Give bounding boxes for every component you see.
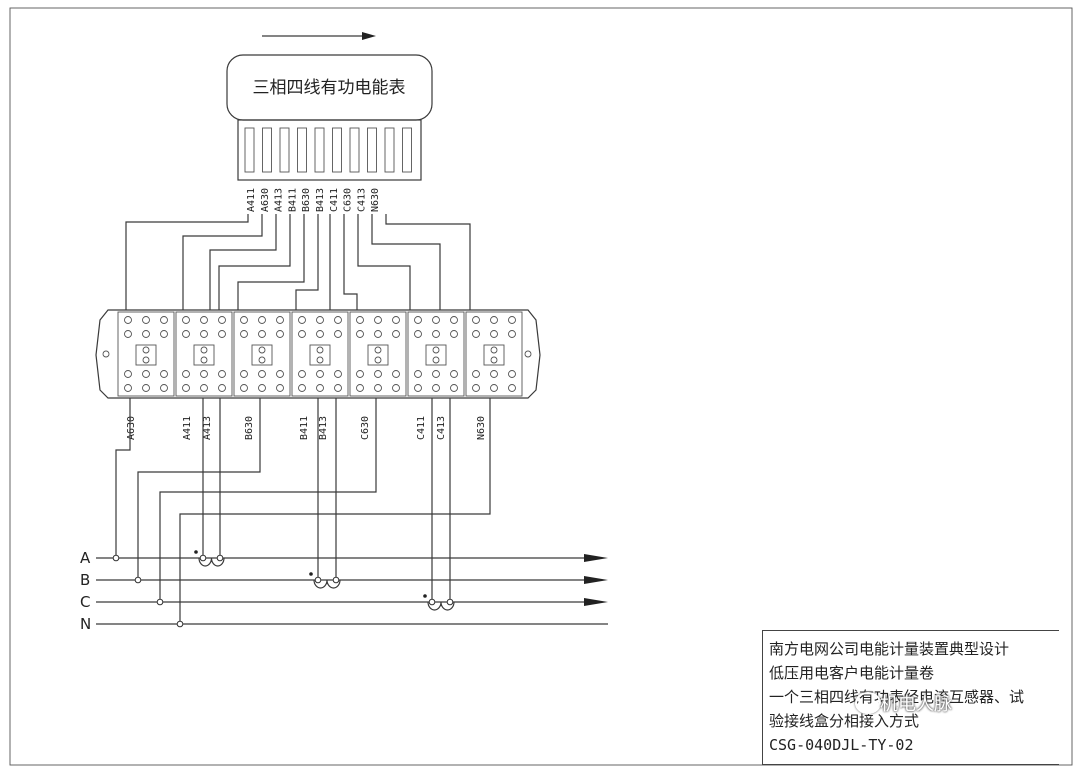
junction-dot xyxy=(156,598,164,606)
terminal-slot xyxy=(402,127,412,173)
upper-wire xyxy=(343,214,358,310)
current-transformer xyxy=(194,550,225,567)
terminal-block xyxy=(465,311,523,397)
phase-label: B xyxy=(80,571,90,589)
terminal-slot xyxy=(314,127,325,173)
meter-terminal-label: B413 xyxy=(315,188,326,212)
terminal-slot xyxy=(297,127,307,173)
terminal-block xyxy=(407,311,465,397)
title-block: 南方电网公司电能计量装置典型设计 低压用电客户电能计量卷 一个三相四线有功表经电… xyxy=(762,630,1059,765)
upper-wire xyxy=(357,214,411,310)
meter-terminal-label: A411 xyxy=(246,188,257,212)
title-line-4: 验接线盒分相接入方式 xyxy=(769,712,920,730)
box-lower-label: C413 xyxy=(436,416,447,440)
lower-wires xyxy=(115,398,491,624)
meter-terminal-strip xyxy=(237,119,422,181)
upper-wire xyxy=(295,214,319,310)
meter-terminal-label: A630 xyxy=(260,188,271,212)
meter-title: 三相四线有功电能表 xyxy=(253,78,406,98)
terminal-block xyxy=(117,311,175,397)
meter-terminal-label: C413 xyxy=(356,188,367,212)
box-lower-label: N630 xyxy=(476,416,487,440)
phase-label: C xyxy=(80,593,90,611)
junction-dot xyxy=(176,620,184,628)
terminal-slot xyxy=(367,127,377,173)
box-lower-label: B411 xyxy=(299,416,310,440)
lower-wire xyxy=(115,398,131,558)
meter-terminal-label: C630 xyxy=(343,188,354,212)
upper-wire xyxy=(125,214,249,310)
box-lower-label: A411 xyxy=(182,416,193,440)
upper-wire xyxy=(237,214,305,310)
phase-line-b: B xyxy=(80,571,608,589)
wechat-icon xyxy=(855,692,881,714)
flow-arrow xyxy=(262,32,376,40)
title-line-1: 南方电网公司电能计量装置典型设计 xyxy=(769,640,1010,658)
upper-wire xyxy=(218,214,291,310)
terminal-block xyxy=(175,311,233,397)
current-transformer xyxy=(309,572,341,589)
meter-terminal-label: C411 xyxy=(329,188,340,212)
upper-wire xyxy=(209,214,277,310)
box-lower-label: C411 xyxy=(416,416,427,440)
phase-line-n: N xyxy=(80,615,608,633)
lower-wire xyxy=(179,398,491,624)
terminal-slot xyxy=(262,127,272,173)
current-transformer xyxy=(423,594,455,611)
page-border xyxy=(9,7,1073,766)
title-line-3: 一个三相四线有功表经电流互感器、试 xyxy=(769,688,1025,706)
terminal-slot xyxy=(384,127,395,173)
terminal-slot xyxy=(279,127,290,173)
watermark-text: 机电人脉 xyxy=(880,694,952,715)
box-lower-label: B413 xyxy=(318,416,329,440)
upper-wire xyxy=(371,214,441,310)
terminal-block xyxy=(291,311,349,397)
box-lower-label: B630 xyxy=(244,416,255,440)
phase-line-c: C xyxy=(80,593,608,611)
upper-wires xyxy=(125,214,471,310)
current-transformers xyxy=(194,550,455,611)
upper-wire xyxy=(385,214,471,310)
phase-label: N xyxy=(80,615,91,633)
terminal-slot xyxy=(349,127,360,173)
lower-wire xyxy=(159,398,377,602)
box-lower-label: A630 xyxy=(126,416,137,440)
terminal-block xyxy=(349,311,407,397)
meter-terminal-label: A413 xyxy=(274,188,285,212)
junction-dot xyxy=(134,576,142,584)
drawing-code: CSG-040DJL-TY-02 xyxy=(769,736,914,754)
meter-terminal-label: B411 xyxy=(287,188,298,212)
lower-wire xyxy=(137,398,261,580)
test-junction-box xyxy=(95,309,541,399)
meter-terminal-label: N630 xyxy=(370,188,381,212)
terminal-block xyxy=(233,311,291,397)
box-lower-label: C630 xyxy=(360,416,371,440)
terminal-slot xyxy=(244,127,255,173)
box-lower-label: A413 xyxy=(202,416,213,440)
meter-terminal-label: B630 xyxy=(301,188,312,212)
upper-wire xyxy=(182,214,263,310)
title-line-2: 低压用电客户电能计量卷 xyxy=(769,664,935,682)
phase-line-a: A xyxy=(80,549,608,567)
phase-label: A xyxy=(80,549,91,567)
terminal-slot xyxy=(332,127,342,173)
junction-dot xyxy=(112,554,120,562)
